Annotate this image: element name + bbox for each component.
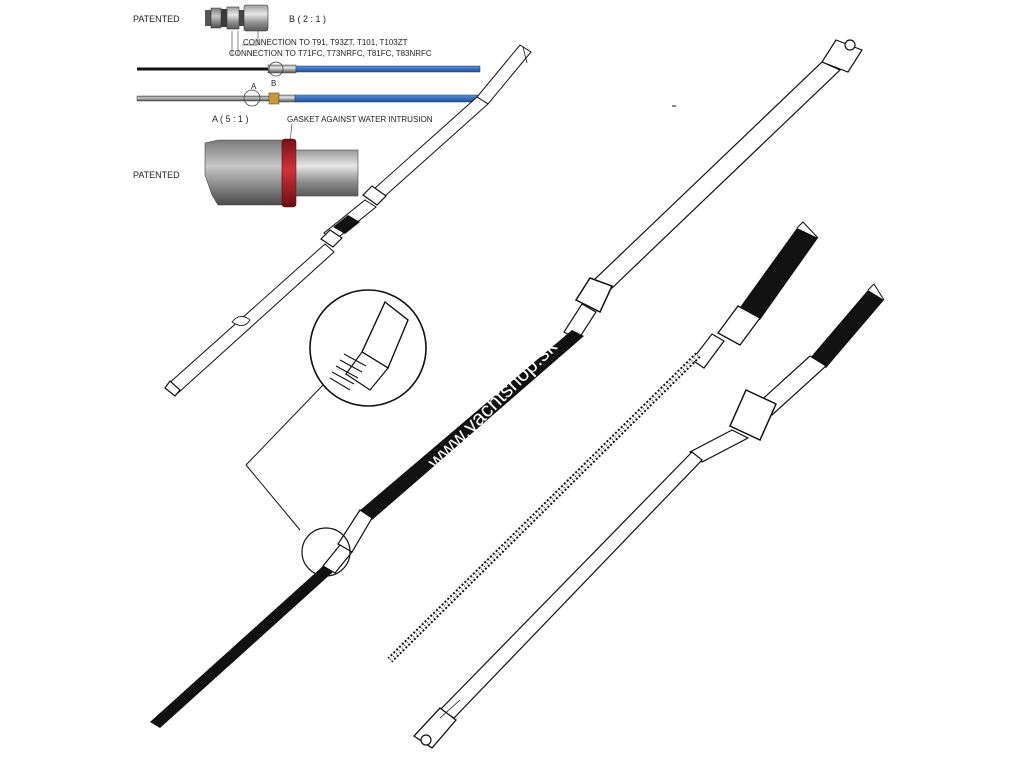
patented-label-bottom: PATENTED <box>133 170 180 180</box>
gasket-label: GASKET AGAINST WATER INTRUSION <box>287 115 433 124</box>
watermark-text: www.yachtshop.sk <box>423 335 562 474</box>
connection-label-1: CONNECTION TO T91, T93ZT, T101, T103ZT <box>243 38 408 47</box>
marker-b-label: B <box>271 79 276 88</box>
detail-a-label: A ( 5 : 1 ) <box>212 114 249 124</box>
cable-assembly-spiral <box>387 221 819 663</box>
brass-fitting <box>268 92 280 105</box>
spiral-ferrule <box>717 305 761 346</box>
hex-nut-center <box>574 277 614 314</box>
blue-cable-row-1 <box>137 61 481 77</box>
magnified-detail <box>245 289 427 531</box>
gasket-ring <box>281 138 297 208</box>
marker-a-label: A <box>251 82 257 91</box>
gasket-detail-a <box>204 123 359 208</box>
connector-detail-b <box>205 4 269 55</box>
patented-label-top: PATENTED <box>133 14 180 24</box>
detail-b-label: B ( 2 : 1 ) <box>289 14 326 24</box>
blue-cable-row-2 <box>136 89 481 107</box>
detail-circle-small <box>301 527 351 577</box>
eye-hole <box>844 39 856 51</box>
eye-hole-right <box>420 734 432 746</box>
cable-assembly-center <box>150 39 863 728</box>
hex-nut-right <box>729 388 777 442</box>
connection-label-2: CONNECTION TO T71FC, T73NRFC, T81FC, T83… <box>229 49 432 58</box>
marker-b-circle <box>268 61 284 77</box>
marker-a-circle <box>243 89 261 107</box>
cable-assembly-left <box>164 44 532 397</box>
cable-assembly-right <box>413 283 885 749</box>
